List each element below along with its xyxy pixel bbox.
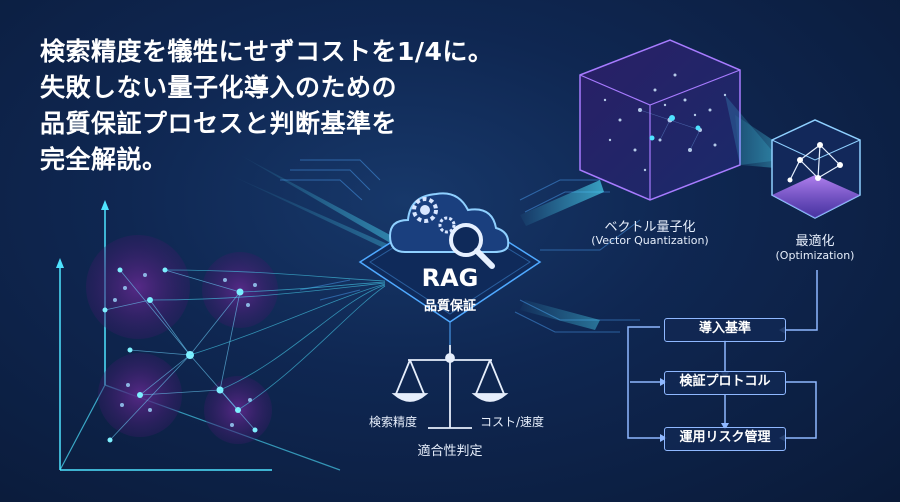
flow-step-adoption-criteria: 導入基準 [664,318,786,342]
cube-point-cloud-icon [579,39,741,201]
vq-label-en: (Vector Quantization) [591,234,709,247]
flow-step-operational-risk: 運用リスク管理 [664,427,786,451]
cloud-gear-magnifier-icon [388,192,510,269]
flow-step-verification-protocol: 検証プロトコル [664,371,786,395]
headline-line-4: 完全解説。 [40,145,168,174]
scale-left-label: 検索精度 [368,415,417,429]
scale-right-label: コスト/速度 [479,415,545,429]
balance-scale-icon [391,345,509,429]
headline-line-1: 検索精度を犠牲にせずコストを1/4に。 [40,37,494,66]
headline-line-2: 失敗しない量子化導入のための [40,73,398,102]
hub-title: RAG [421,264,479,292]
flow-connectors [627,270,818,439]
opt-label: 最適化 [795,234,835,249]
opt-label-en: (Optimization) [775,249,855,262]
vq-label: ベクトル量子化 [604,220,696,235]
hub-subtitle: 品質保証 [423,299,476,314]
scale-caption: 適合性判定 [417,444,483,459]
small-cube-network-icon [771,119,861,219]
headline: 検索精度を犠牲にせずコストを1/4に。 失敗しない量子化導入のための 品質保証プ… [40,34,493,178]
vector-scatter-graph-icon [56,200,386,471]
headline-line-3: 品質保証プロセスと判断基準を [40,109,398,138]
